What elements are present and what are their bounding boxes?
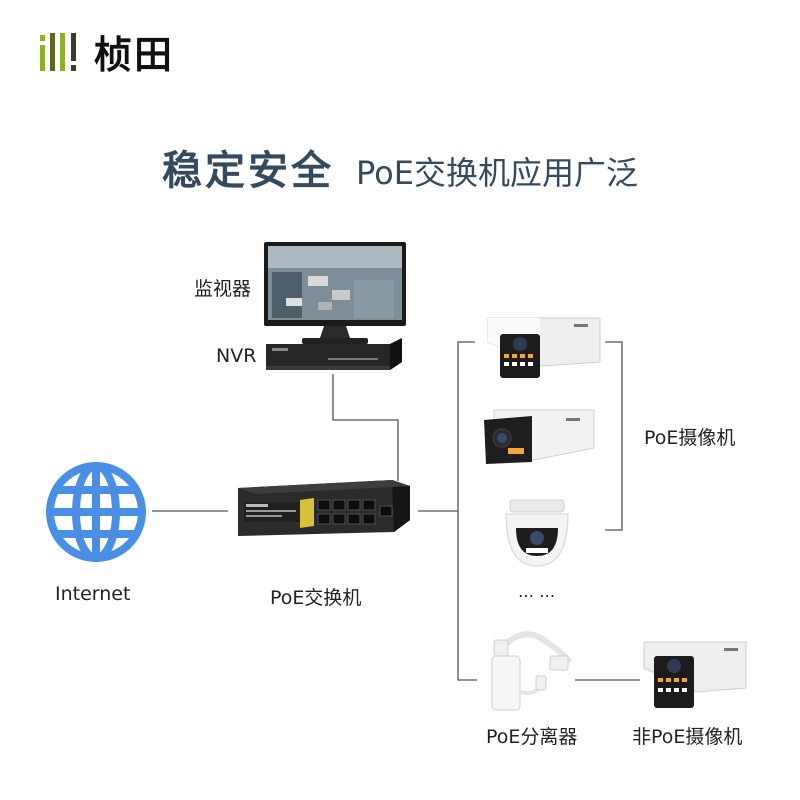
monitor-icon [264,242,406,344]
title-strong: 稳定安全 [162,148,335,194]
splitter-label: PoE分离器 [486,726,578,748]
poe-splitter-icon [491,631,573,711]
globe-icon [46,462,146,562]
brand-logo: 桢田 [38,24,174,79]
internet-label: Internet [55,583,131,605]
brand-name: 桢田 [94,33,175,77]
poe-cameras-label: PoE摄像机 [644,427,736,449]
bullet-camera-icon [484,409,595,464]
non-poe-camera-label: 非PoE摄像机 [632,726,743,748]
nvr-label: NVR [216,345,257,367]
title-light: PoE交换机应用广泛 [356,154,638,192]
monitor-label: 监视器 [194,278,252,300]
nvr-icon [266,338,402,370]
ellipsis-label: … … [518,582,556,601]
bullet-camera-icon [487,317,601,378]
switch-label: PoE交换机 [270,587,362,609]
dome-camera-icon [505,499,569,567]
logo-mark-icon [40,32,76,71]
switch-icon [238,480,410,536]
page-title: 稳定安全 PoE交换机应用广泛 [0,138,800,196]
bullet-camera-icon [643,641,747,708]
